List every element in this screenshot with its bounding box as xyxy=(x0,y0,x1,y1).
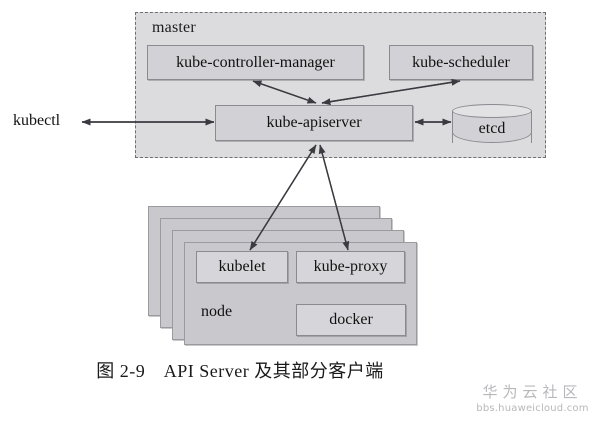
watermark-brand: 华为云社区 xyxy=(482,383,583,401)
master-label: master xyxy=(152,19,196,36)
figure-caption: 图 2-9 API Server 及其部分客户端 xyxy=(96,361,384,381)
component-kube-apiserver: kube-apiserver xyxy=(215,105,413,141)
etcd-cylinder-sides xyxy=(452,111,532,143)
component-etcd: etcd xyxy=(452,104,532,144)
etcd-label: etcd xyxy=(478,120,506,137)
component-kube-controller-manager: kube-controller-manager xyxy=(147,45,364,80)
component-kube-scheduler: kube-scheduler xyxy=(389,45,533,80)
node-label: node xyxy=(201,303,233,320)
watermark-url: bbs.huaweicloud.com xyxy=(476,402,589,414)
watermark: 华为云社区 bbs.huaweicloud.com xyxy=(470,384,595,414)
client-kubectl-label: kubectl xyxy=(13,112,61,129)
component-kube-proxy: kube-proxy xyxy=(296,251,405,283)
component-docker: docker xyxy=(296,304,406,336)
component-kubelet: kubelet xyxy=(196,251,288,283)
etcd-cylinder-top xyxy=(452,104,532,118)
